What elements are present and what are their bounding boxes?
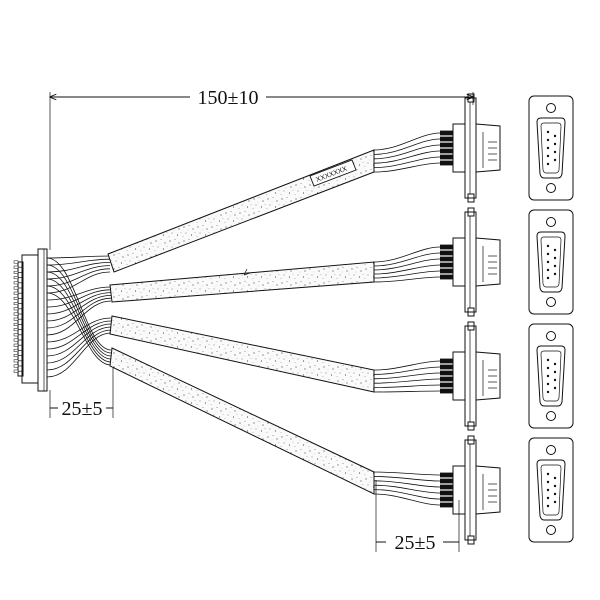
header-wire-fanout bbox=[46, 255, 112, 378]
db9-connector-side-4 bbox=[373, 435, 501, 545]
db9-connector-side-3 bbox=[373, 321, 501, 431]
db9-connector-side-2 bbox=[373, 207, 501, 317]
db9-connector-front-2 bbox=[528, 209, 574, 315]
db9-connector-side-1 bbox=[373, 93, 501, 203]
db9-connector-front-3 bbox=[528, 323, 574, 429]
db9-connector-front-1 bbox=[528, 95, 574, 201]
cable-jacket-2 bbox=[109, 261, 375, 303]
left-breakout-dimension: 25±5 bbox=[49, 368, 114, 420]
db9-connector-front-4 bbox=[528, 437, 574, 543]
overall-length-dimension: 150±10 bbox=[50, 87, 473, 250]
header-connector bbox=[13, 248, 48, 392]
right-breakout-dimension: 25±5 bbox=[375, 480, 460, 554]
left-breakout-label: 25±5 bbox=[62, 398, 103, 420]
right-breakout-label: 25±5 bbox=[395, 532, 436, 554]
overall-length-label: 150±10 bbox=[198, 87, 259, 109]
